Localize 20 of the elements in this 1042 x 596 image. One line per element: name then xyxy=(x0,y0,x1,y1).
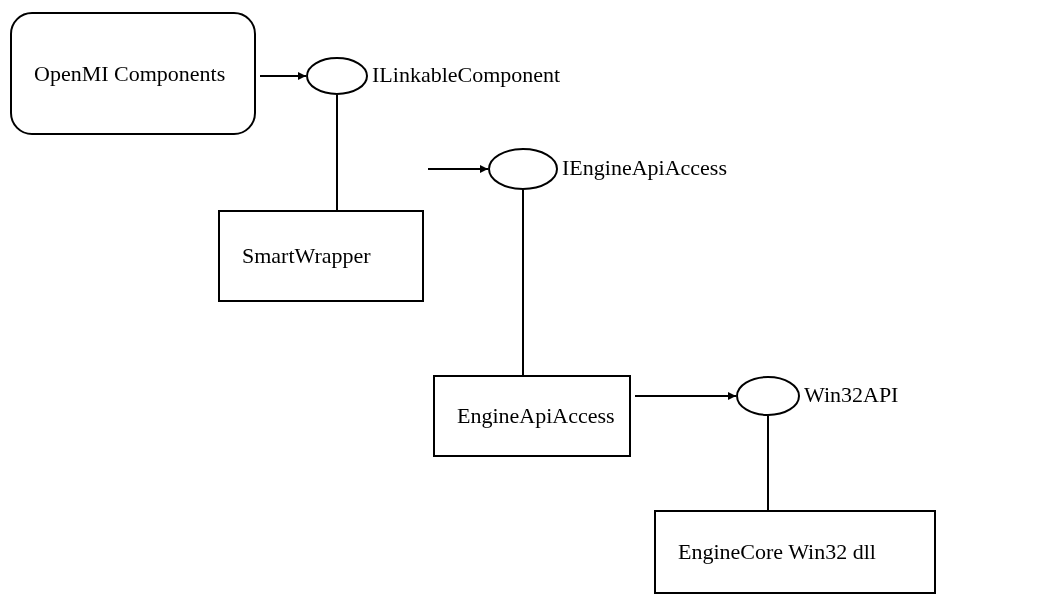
arrow xyxy=(634,392,737,400)
interface-ellipse xyxy=(736,376,800,416)
connector-line xyxy=(522,189,524,376)
component-box xyxy=(433,375,631,457)
arrow xyxy=(259,72,307,80)
component-label: SmartWrapper xyxy=(241,243,371,269)
component-label: EngineApiAccess xyxy=(456,403,615,429)
component-box xyxy=(218,210,424,302)
arrow xyxy=(427,165,489,173)
component-label: EngineCore Win32 dll xyxy=(677,539,876,565)
connector-line xyxy=(336,94,338,211)
component-box xyxy=(10,12,256,135)
interface-label: IEngineApiAccess xyxy=(562,155,727,181)
interface-label: Win32API xyxy=(804,382,899,408)
interface-label: ILinkableComponent xyxy=(372,62,561,88)
interface-ellipse xyxy=(306,57,368,95)
component-label: OpenMI Components xyxy=(33,60,226,87)
component-box xyxy=(654,510,936,594)
interface-ellipse xyxy=(488,148,558,190)
connector-line xyxy=(767,415,769,511)
